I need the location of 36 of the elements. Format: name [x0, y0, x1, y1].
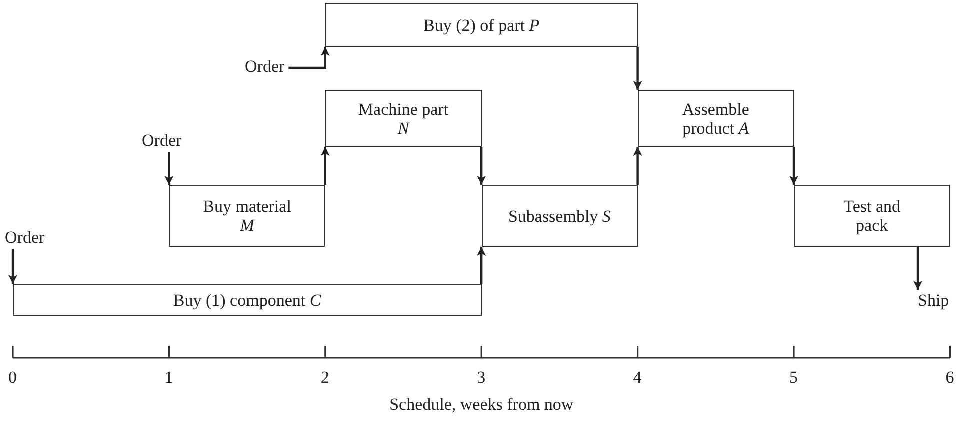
ship-label: Ship: [918, 292, 950, 310]
task-label: Assemble product A: [681, 100, 750, 138]
task-label: Test and pack: [842, 197, 902, 235]
task-bar: [13, 284, 482, 316]
tick-label: 2: [320, 369, 330, 387]
task-label: Machine part N: [357, 100, 450, 138]
event-label: Order: [245, 58, 285, 76]
arrow: [914, 247, 922, 290]
arrow: [288, 47, 330, 70]
task-label: Buy material M: [202, 197, 292, 235]
axis-title: Schedule, weeks from now: [390, 396, 574, 414]
arrow: [790, 147, 798, 185]
arrow: [8, 249, 18, 284]
event-label: Order: [142, 132, 182, 150]
arrow: [477, 247, 486, 284]
task-bar: [638, 90, 794, 147]
task-bar: [325, 3, 638, 47]
tick-label: 3: [477, 369, 486, 387]
arrow: [477, 147, 486, 185]
task-bar: [325, 90, 482, 147]
arrow: [164, 152, 174, 185]
task-label: Subassembly S: [507, 206, 612, 226]
event-label: Order: [5, 229, 45, 247]
tick-label: 1: [164, 369, 174, 387]
task-label: Buy (1) component C: [172, 290, 322, 310]
arrow: [320, 147, 330, 185]
arrow: [633, 47, 642, 90]
tick-label: 6: [946, 369, 954, 387]
task-bar: [482, 185, 638, 247]
task-label: Buy (2) of part P: [422, 16, 541, 34]
tick-label: 0: [8, 369, 17, 387]
tick-label: 4: [633, 369, 642, 387]
tick-label: 5: [790, 369, 798, 387]
task-bar: [794, 185, 950, 247]
task-bar: [169, 185, 326, 247]
arrow: [633, 147, 642, 185]
